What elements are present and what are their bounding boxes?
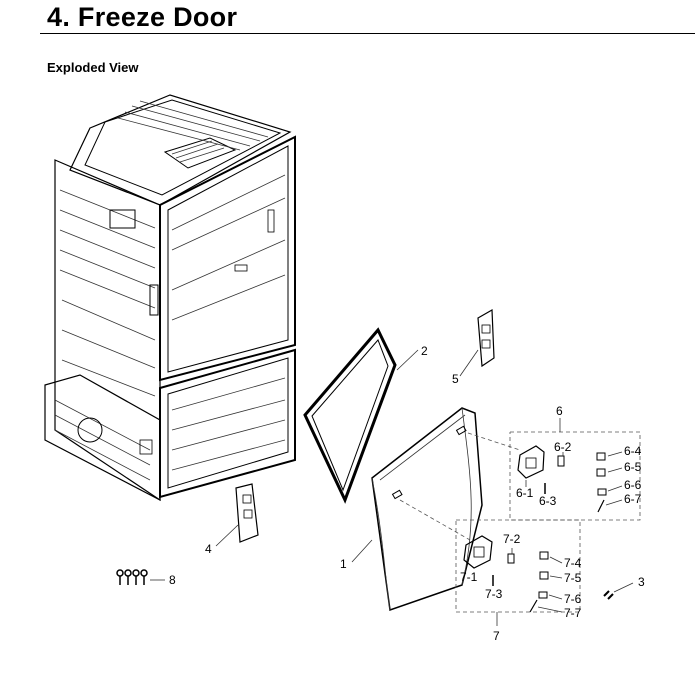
section-subtitle: Exploded View xyxy=(47,60,139,75)
title-rule xyxy=(40,33,695,34)
callout-7: 7 xyxy=(493,629,500,643)
callout-6-4: 6-4 xyxy=(624,444,642,458)
callout-3: 3 xyxy=(638,575,645,589)
refrigerator-cabinet xyxy=(44,94,296,502)
callout-6-5: 6-5 xyxy=(624,460,642,474)
callout-4: 4 xyxy=(205,542,212,556)
callout-6-1: 6-1 xyxy=(516,486,534,500)
hinge-bracket-4 xyxy=(235,483,259,543)
callout-6-2: 6-2 xyxy=(554,440,572,454)
hinge-assembly-7 xyxy=(455,519,581,613)
callout-7-3: 7-3 xyxy=(485,587,503,601)
callout-7-4: 7-4 xyxy=(564,556,582,570)
callout-2: 2 xyxy=(421,344,428,358)
callout-7-1: 7-1 xyxy=(460,570,478,584)
callout-5: 5 xyxy=(452,372,459,386)
callout-7-7: 7-7 xyxy=(564,606,582,620)
callout-labels: 2 5 4 1 3 8 6 7 6-1 6-2 6-3 6-4 6-5 6-6 … xyxy=(169,344,645,643)
callout-7-6: 7-6 xyxy=(564,592,582,606)
callout-7-2: 7-2 xyxy=(503,532,521,546)
callout-8: 8 xyxy=(169,573,176,587)
callout-6: 6 xyxy=(556,404,563,418)
screws-3 xyxy=(603,590,614,600)
leader-lines xyxy=(150,349,634,626)
screws-8 xyxy=(116,569,148,585)
assembly-line-6 xyxy=(467,432,521,451)
page-title: 4. Freeze Door xyxy=(47,2,238,32)
callout-6-3: 6-3 xyxy=(539,494,557,508)
callout-7-5: 7-5 xyxy=(564,571,582,585)
door-panel xyxy=(371,407,483,612)
callout-6-7: 6-7 xyxy=(624,492,642,506)
callout-1: 1 xyxy=(340,557,347,571)
hinge-assembly-6 xyxy=(509,431,641,521)
door-gasket xyxy=(303,327,397,504)
hinge-bracket-5 xyxy=(477,308,495,368)
callout-6-6: 6-6 xyxy=(624,478,642,492)
